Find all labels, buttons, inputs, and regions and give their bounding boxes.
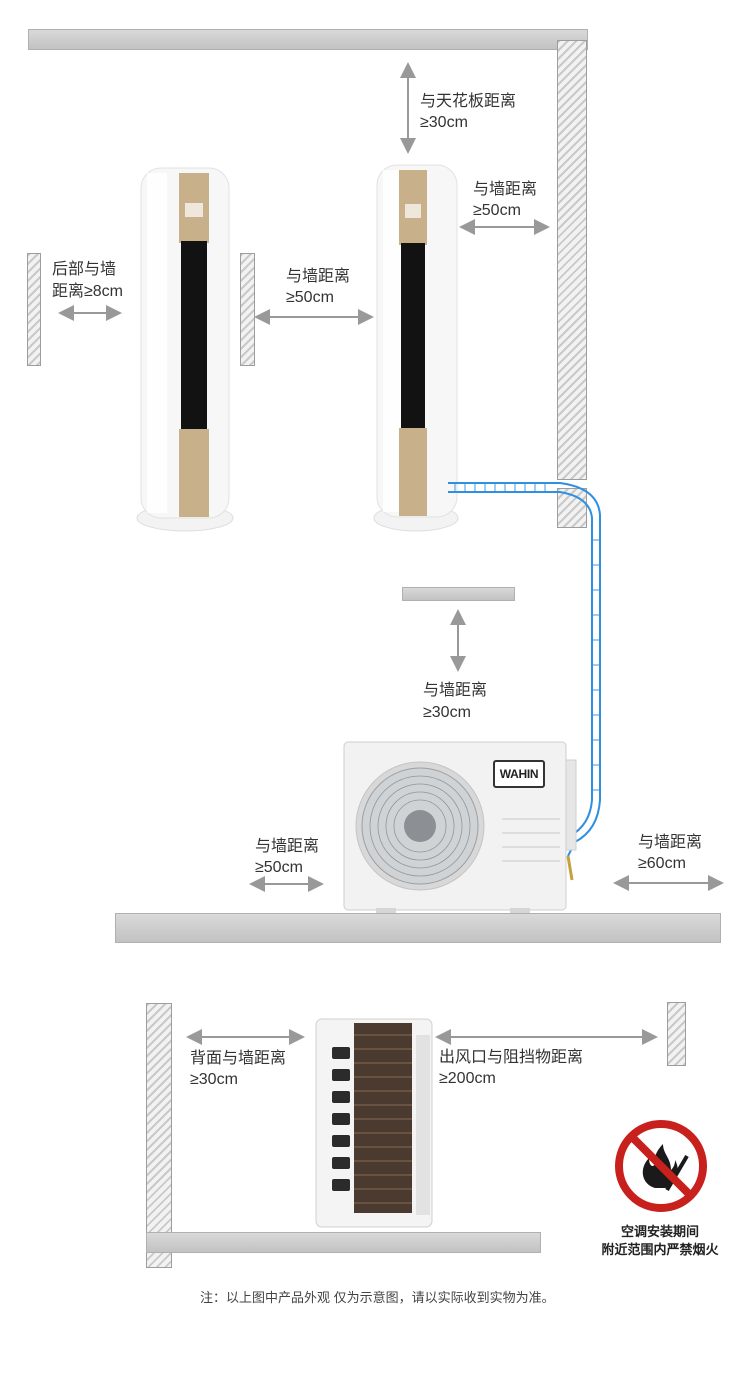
refrigerant-pipe: [448, 482, 601, 881]
arrows-bottom: [186, 1029, 658, 1045]
right-wall: [557, 40, 587, 480]
outdoor-left-label-1: 与墙距离: [255, 838, 320, 855]
outdoor-top-label-2: ≥30cm: [423, 704, 471, 721]
outdoor-top-label-1: 与墙距离: [423, 682, 488, 699]
outlet-label-1: 出风口与阻挡物距离: [439, 1049, 584, 1066]
between-distance-label-1: 与墙距离: [286, 268, 351, 285]
outlet-label-2: ≥200cm: [439, 1070, 496, 1087]
right-wall-distance-label-1: 与墙距离: [473, 181, 538, 198]
outdoor-right-label-2: ≥60cm: [638, 855, 686, 872]
warning-line-2: 附近范围内严禁烟火: [601, 1242, 719, 1257]
indoor-unit-right: [373, 164, 459, 532]
obstacle-wall: [667, 1002, 686, 1066]
arrows-middle: [249, 609, 724, 892]
rear-back-label-1: 背面与墙距离: [190, 1050, 287, 1067]
rear-floor: [146, 1232, 541, 1253]
footnote: 注：以上图中产品外观 仅为示意图，请以实际收到实物为准。: [200, 1290, 555, 1305]
between-distance-label-2: ≥50cm: [286, 289, 334, 306]
indoor-unit-left: [136, 167, 234, 532]
upper-wall-block: [402, 587, 515, 601]
ceiling-distance-label-2: ≥30cm: [420, 114, 468, 131]
arrows-top: [58, 62, 550, 325]
back-wall-left: [27, 253, 41, 366]
rear-back-wall: [146, 1003, 172, 1268]
ceiling: [28, 29, 588, 50]
no-fire-warning: 空调安装期间 附近范围内严禁烟火: [585, 1223, 735, 1259]
rear-back-label-2: ≥30cm: [190, 1071, 238, 1088]
brand-logo: WAHIN: [499, 767, 539, 781]
ceiling-distance-label-1: 与天花板距离: [420, 93, 517, 110]
back-wall-distance-label-2: 距离≥8cm: [52, 283, 124, 300]
outdoor-left-label-2: ≥50cm: [255, 859, 303, 876]
back-wall-distance-label-1: 后部与墙: [52, 261, 117, 278]
no-fire-icon: [615, 1120, 707, 1212]
brand-badge: WAHIN: [493, 760, 545, 788]
ground-platform: [115, 913, 721, 943]
outdoor-right-label-1: 与墙距离: [638, 834, 703, 851]
outdoor-unit-side: [315, 1018, 433, 1228]
right-wall-distance-label-2: ≥50cm: [473, 202, 521, 219]
outdoor-unit-front: [343, 741, 577, 914]
warning-line-1: 空调安装期间: [620, 1224, 699, 1239]
